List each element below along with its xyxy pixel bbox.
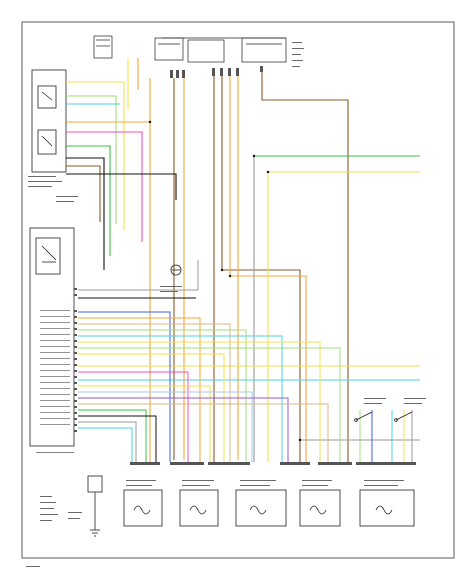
fuse-connectors [170, 66, 263, 78]
solenoid-3 [235, 489, 287, 527]
solenoid-5 [359, 489, 415, 527]
solenoid-1 [123, 489, 163, 527]
switch-right-2 [394, 398, 426, 422]
fuse-block-3 [162, 37, 287, 63]
splice-points [148, 120, 302, 442]
module-upper-caption [28, 176, 78, 202]
top-right-notes [292, 42, 304, 67]
control-module-upper [31, 69, 67, 173]
lower-module-wires [78, 260, 413, 462]
solenoid-2 [179, 489, 219, 527]
trunk-wires [127, 58, 349, 462]
sensor-mid [160, 264, 182, 292]
ground-bottom-left [87, 475, 103, 537]
module-lower-pin-text [36, 310, 74, 453]
upper-module-wires [66, 81, 177, 270]
fuse-block-1 [93, 35, 113, 59]
control-module-lower [29, 227, 75, 447]
solenoid-captions [126, 480, 404, 486]
solenoid-4 [299, 489, 341, 527]
switch-right-1 [354, 398, 386, 422]
module-lower-pins [74, 288, 77, 432]
bottom-left-captions [26, 496, 82, 567]
bottom-connectors [130, 462, 416, 465]
diagram-frame [21, 21, 455, 559]
fuse-block-2 [154, 37, 225, 63]
